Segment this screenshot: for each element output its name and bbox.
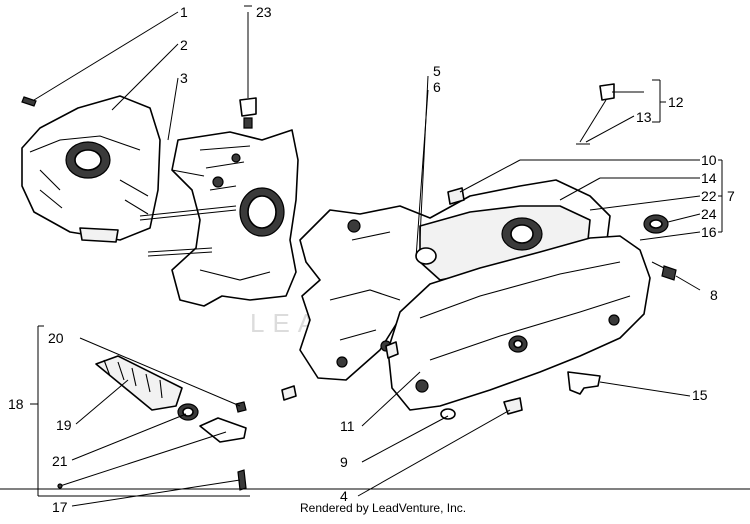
callout-12: 12 bbox=[668, 94, 684, 110]
damper-4 bbox=[503, 397, 523, 415]
crankcase-left-half bbox=[171, 129, 299, 307]
screw-17 bbox=[237, 469, 247, 491]
callout-20: 20 bbox=[48, 330, 64, 346]
callout-10: 10 bbox=[701, 152, 717, 168]
dowel-11 bbox=[385, 341, 399, 359]
cooling-shroud bbox=[21, 95, 161, 243]
callout-8: 8 bbox=[710, 287, 718, 303]
nut-21 bbox=[177, 403, 199, 421]
screw-20 bbox=[235, 401, 247, 413]
oil-seal-24 bbox=[643, 214, 669, 234]
callout-3: 3 bbox=[180, 70, 188, 86]
bolt-8 bbox=[651, 261, 677, 281]
dipstick bbox=[576, 83, 615, 145]
callout-7: 7 bbox=[727, 188, 735, 204]
bushing-left bbox=[281, 385, 297, 401]
callout-16: 16 bbox=[701, 224, 717, 240]
callout-24: 24 bbox=[701, 206, 717, 222]
clip-23 bbox=[239, 97, 257, 129]
callout-1: 1 bbox=[180, 4, 188, 20]
callout-5: 5 bbox=[433, 63, 441, 79]
callout-15: 15 bbox=[692, 387, 708, 403]
callout-2: 2 bbox=[180, 37, 188, 53]
shroud-screw bbox=[21, 96, 37, 107]
callout-9: 9 bbox=[340, 454, 348, 470]
transmission-cover bbox=[387, 235, 651, 411]
callout-4: 4 bbox=[340, 488, 348, 504]
callout-11: 11 bbox=[340, 418, 355, 434]
bracket-15 bbox=[567, 371, 601, 395]
leader-lines bbox=[30, 5, 723, 507]
washer-9 bbox=[440, 408, 456, 420]
callout-6: 6 bbox=[433, 79, 441, 95]
credit-text: Rendered by LeadVenture, Inc. bbox=[300, 501, 466, 515]
callout-17: 17 bbox=[52, 499, 68, 515]
callout-numbers: 1 2 3 4 5 6 7 8 9 10 11 12 13 14 15 16 1… bbox=[8, 4, 735, 515]
lever-21 bbox=[199, 417, 247, 443]
callout-13: 13 bbox=[636, 109, 652, 125]
callout-19: 19 bbox=[56, 417, 72, 433]
kickstart-boot bbox=[95, 355, 183, 411]
callout-22: 22 bbox=[701, 188, 717, 204]
callout-21: 21 bbox=[52, 453, 68, 469]
callout-18: 18 bbox=[8, 396, 24, 412]
callout-14: 14 bbox=[701, 170, 717, 186]
callout-23: 23 bbox=[256, 4, 272, 20]
cylinder-studs bbox=[139, 169, 237, 257]
